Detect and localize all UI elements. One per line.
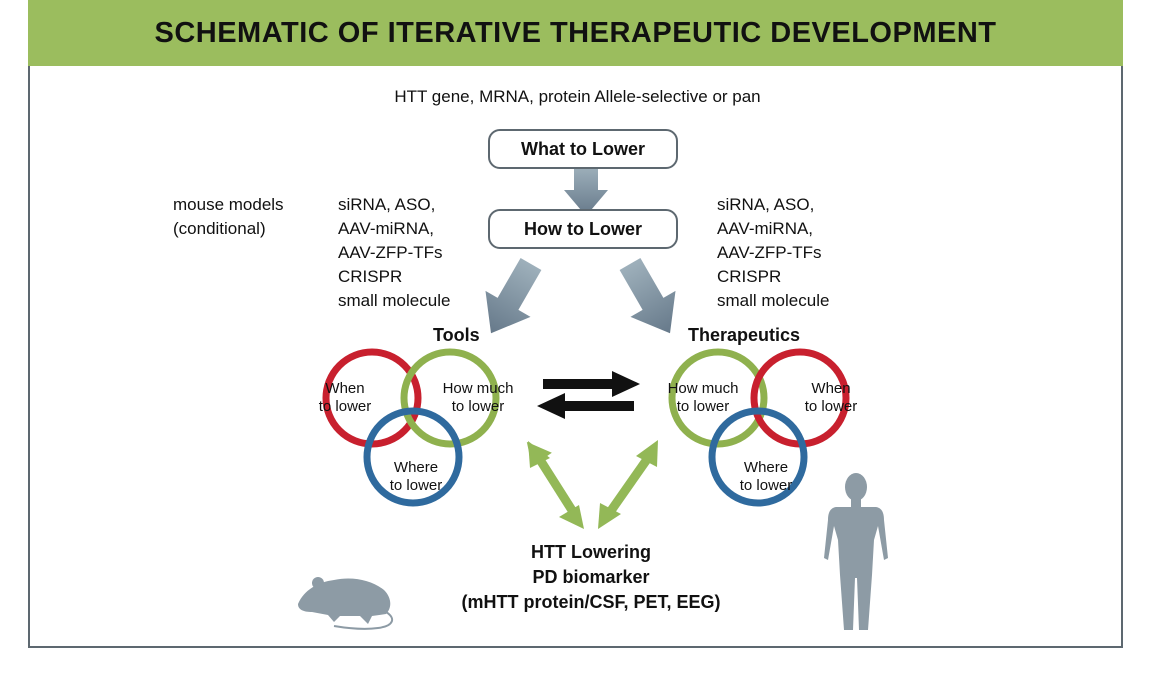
label-line: to lower	[318, 398, 372, 415]
arrow-to-tools	[485, 258, 542, 334]
therapeutics-when-label: When to lower	[795, 380, 867, 416]
tools-where-ring	[363, 407, 463, 507]
biomarker-text: HTT Lowering PD biomarker (mHTT protein/…	[400, 540, 782, 615]
label-line: Where	[743, 459, 789, 476]
how-to-lower-box: How to Lower	[488, 209, 678, 249]
method-item: AAV-ZFP-TFs	[717, 243, 822, 262]
human-silhouette-icon	[824, 473, 888, 630]
therapeutics-how-much-ring	[668, 348, 768, 448]
arrow-left-black	[537, 393, 634, 419]
left-methods-list: siRNA, ASO, AAV-miRNA, AAV-ZFP-TFs CRISP…	[338, 193, 450, 313]
green-double-arrow-right	[598, 440, 658, 529]
tools-how-much-ring	[400, 348, 500, 448]
therapeutics-how-much-label: How much to lower	[656, 380, 750, 416]
biomarker-line: (mHTT protein/CSF, PET, EEG)	[461, 592, 721, 612]
method-item: AAV-miRNA,	[338, 219, 435, 238]
method-item: small molecule	[338, 291, 451, 310]
method-item: AAV-miRNA,	[717, 219, 814, 238]
label-line: How much	[442, 380, 514, 397]
label-line: Where	[393, 459, 439, 476]
method-item: AAV-ZFP-TFs	[338, 243, 443, 262]
label-line: How much	[667, 380, 739, 397]
arrow-to-therapeutics	[619, 258, 676, 334]
method-item: CRISPR	[338, 267, 403, 286]
method-item: siRNA, ASO,	[717, 195, 815, 214]
mouse-models-line: mouse models	[173, 195, 284, 214]
method-item: small molecule	[717, 291, 830, 310]
mouse-icon	[298, 577, 394, 630]
subtitle: HTT gene, MRNA, protein Allele-selective…	[394, 87, 761, 106]
biomarker-line: PD biomarker	[532, 567, 650, 587]
label-line: to lower	[451, 398, 505, 415]
tools-how-much-label: How much to lower	[432, 380, 524, 416]
label-line: to lower	[739, 477, 793, 494]
biomarker-line: HTT Lowering	[531, 542, 651, 562]
what-to-lower-box: What to Lower	[488, 129, 678, 169]
right-methods-list: siRNA, ASO, AAV-miRNA, AAV-ZFP-TFs CRISP…	[717, 193, 829, 313]
therapeutics-where-ring	[708, 407, 808, 507]
tools-where-label: Where to lower	[374, 459, 458, 495]
what-to-lower-label: What to Lower	[521, 138, 645, 159]
therapeutics-where-label: Where to lower	[724, 459, 808, 495]
label-line: to lower	[389, 477, 443, 494]
arrow-right-black	[543, 371, 640, 397]
method-item: CRISPR	[717, 267, 782, 286]
down-arrow	[564, 166, 608, 216]
header-bar: SCHEMATIC OF ITERATIVE THERAPEUTIC DEVEL…	[28, 0, 1123, 66]
diagram-frame	[28, 0, 1123, 648]
green-double-arrow-left	[526, 441, 584, 529]
mouse-models-line: (conditional)	[173, 219, 266, 238]
label-line: When	[325, 380, 365, 397]
label-line: to lower	[804, 398, 858, 415]
tools-when-label: When to lower	[309, 380, 381, 416]
label-line: When	[811, 380, 851, 397]
mouse-models-text: mouse models (conditional)	[173, 193, 284, 241]
tools-heading: Tools	[433, 325, 480, 345]
how-to-lower-label: How to Lower	[524, 218, 642, 239]
label-line: to lower	[676, 398, 730, 415]
page-title: SCHEMATIC OF ITERATIVE THERAPEUTIC DEVEL…	[154, 16, 997, 49]
method-item: siRNA, ASO,	[338, 195, 436, 214]
therapeutics-heading: Therapeutics	[688, 325, 801, 345]
